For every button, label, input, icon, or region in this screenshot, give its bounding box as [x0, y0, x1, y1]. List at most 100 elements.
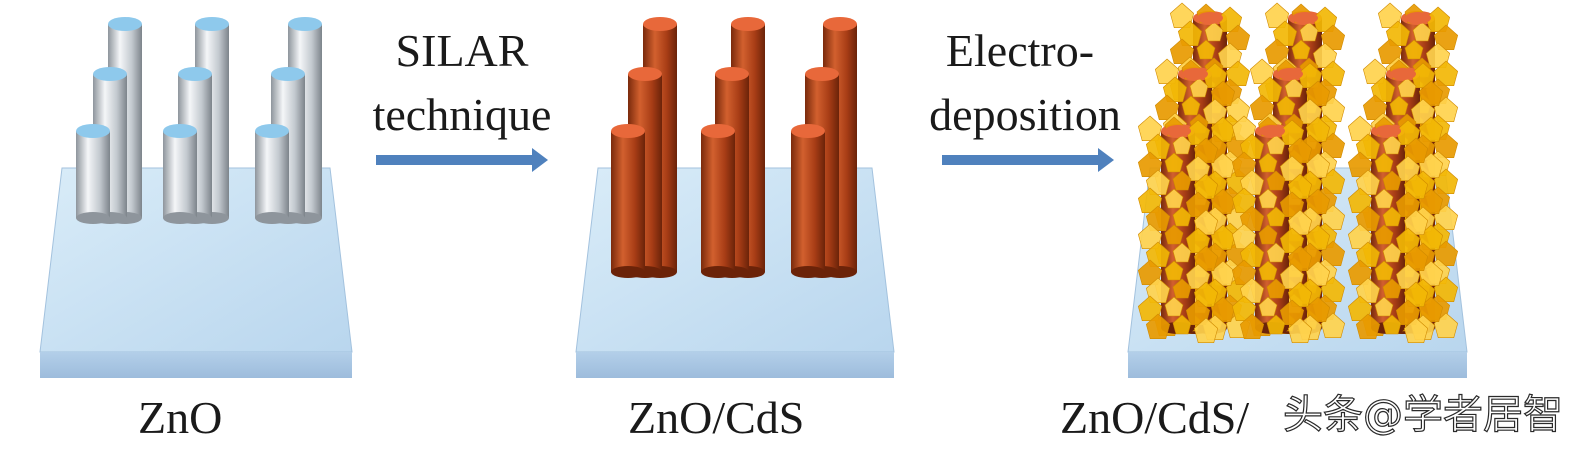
nanorod-3-9	[1347, 115, 1429, 344]
flower-petal	[1239, 205, 1265, 231]
step-2-label-line2: deposition	[929, 89, 1121, 140]
flower-petal	[1299, 21, 1319, 42]
flower-petal	[1395, 299, 1421, 326]
flower-petal	[1169, 38, 1195, 65]
nanorod-cap	[163, 124, 197, 138]
flower-petal	[1145, 277, 1171, 304]
nanorod-cap-top	[1390, 68, 1416, 80]
nanorod-cap	[76, 124, 110, 138]
nanorod-cap	[715, 67, 749, 81]
flower-petal	[1374, 152, 1394, 173]
flower-petal	[1177, 20, 1203, 47]
flower-petal	[1185, 155, 1211, 181]
flower-petal	[1249, 94, 1275, 120]
process-arrow-2	[942, 148, 1114, 172]
flower-petal	[1374, 188, 1394, 209]
nanorod-cap-top	[1375, 125, 1401, 137]
flower-petal	[1164, 224, 1184, 245]
flower-petal	[1193, 137, 1219, 163]
flower-petal	[1418, 80, 1444, 106]
arrow-shaft	[376, 155, 534, 165]
flower-petal	[1145, 241, 1171, 268]
nanorod-body	[701, 131, 735, 272]
flower-petal	[1382, 206, 1402, 227]
nanorod-cap-top	[1405, 12, 1431, 24]
flower-petal	[1395, 263, 1421, 290]
flower-petal	[1154, 94, 1180, 120]
nanorod-2-9	[791, 124, 825, 278]
flower-petal	[1258, 224, 1278, 245]
nanorod-cap-top	[1182, 68, 1208, 80]
nanorod-body	[611, 131, 645, 272]
panel-caption-zno-cds: ZnO/CdS	[628, 392, 805, 443]
flower-petal	[1362, 94, 1388, 120]
flower-petal	[1347, 151, 1373, 177]
nanorod-base	[791, 266, 825, 278]
flower-petal	[1382, 242, 1402, 263]
nanorod-cap	[628, 67, 662, 81]
flower-petal	[1297, 98, 1323, 124]
flower-petal	[1217, 42, 1243, 68]
nanorod-cap-top	[1292, 12, 1318, 24]
nanorod-cap	[108, 17, 142, 31]
arrow-head	[1098, 148, 1114, 172]
flower-petal	[1279, 299, 1305, 326]
flower-petal	[1305, 116, 1331, 142]
flower-petal	[1258, 188, 1278, 209]
flower-petal	[1189, 77, 1209, 98]
flower-petal	[1355, 169, 1381, 195]
flower-petal	[1264, 38, 1290, 65]
nanorod-body	[791, 131, 825, 272]
substrate-side-2	[576, 352, 894, 378]
flower-petal	[1374, 224, 1394, 245]
nanorod-cap	[731, 17, 765, 31]
panel-caption-zno: ZnO	[138, 392, 223, 443]
flower-petal	[1287, 317, 1313, 344]
nanorod-base	[76, 212, 110, 224]
nanorod-cap	[611, 124, 645, 138]
step-1-label-line1: SILAR	[395, 25, 529, 76]
step-2-label-line1: Electro-	[945, 25, 1095, 76]
flower-petal	[1425, 42, 1451, 68]
flower-petal	[1389, 95, 1409, 116]
nanorod-2-7	[611, 124, 645, 278]
flower-petal	[1210, 80, 1236, 106]
nanorod-cap	[93, 67, 127, 81]
flower-petal	[1185, 263, 1211, 290]
nanorod-cap	[195, 17, 229, 31]
nanorod-1-9	[255, 124, 289, 224]
flower-petal	[1382, 314, 1402, 335]
flower-petal	[1185, 227, 1211, 253]
flower-petal	[1225, 60, 1251, 86]
nanorod-base	[255, 212, 289, 224]
flower-petal	[1347, 259, 1373, 286]
flower-petal	[1266, 206, 1286, 227]
flower-petal	[1164, 152, 1184, 173]
nanorod-cap	[643, 17, 677, 31]
flower-petal	[1137, 223, 1163, 249]
flower-petal	[1284, 77, 1304, 98]
flower-petal	[1395, 191, 1421, 217]
flower-petal	[1320, 60, 1346, 86]
flower-petal	[1154, 58, 1180, 84]
nanorod-cap-top	[1277, 68, 1303, 80]
flower-petal	[1193, 281, 1219, 308]
flower-petal	[1433, 60, 1459, 86]
flower-petal	[1276, 95, 1296, 116]
flower-petal	[1172, 278, 1192, 299]
flower-petal	[1231, 187, 1257, 213]
flower-petal	[1266, 242, 1286, 263]
nanorod-3-7	[1137, 115, 1219, 344]
nanorod-base	[611, 266, 645, 278]
nanorod-base	[163, 212, 197, 224]
flower-petal	[1231, 223, 1257, 249]
nanorod-cap	[701, 124, 735, 138]
flower-petal	[1412, 21, 1432, 42]
flower-petal	[1264, 2, 1290, 29]
flower-petal	[1287, 245, 1313, 272]
flower-petal	[1193, 173, 1219, 199]
flower-petal	[1377, 2, 1403, 29]
flower-petal	[1164, 296, 1184, 317]
flower-petal	[1312, 42, 1338, 68]
